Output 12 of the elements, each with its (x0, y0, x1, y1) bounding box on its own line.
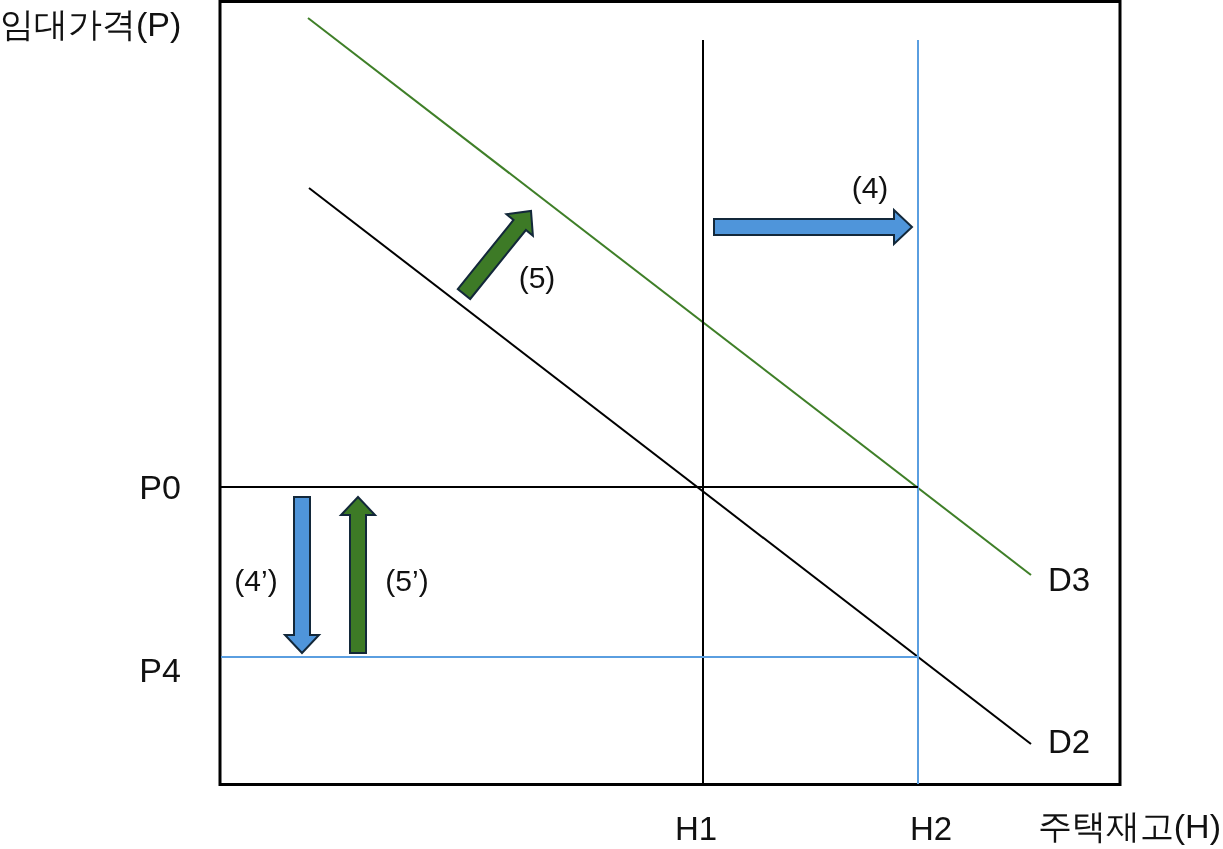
stock-label: H1 (674, 810, 718, 848)
stock-label: H2 (909, 810, 953, 848)
axis-label: 임대가격(P) (0, 5, 182, 45)
shift-label: (4’) (234, 563, 278, 599)
axis-label: 주택재고(H) (1037, 807, 1221, 847)
price-label: P4 (139, 651, 181, 691)
price-label: P0 (139, 468, 181, 508)
shift-label: (4) (851, 170, 889, 206)
curve-label: D3 (1047, 561, 1091, 599)
curve-label: D2 (1047, 723, 1091, 761)
shift-label: (5’) (385, 563, 429, 599)
shift-label: (5) (518, 260, 556, 296)
